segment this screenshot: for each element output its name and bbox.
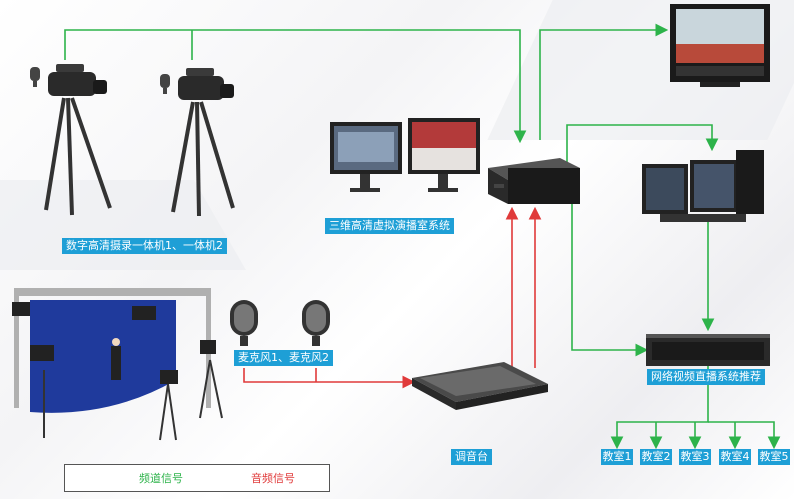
audio-mixer: [412, 362, 548, 410]
virtual-studio-monitors: [330, 118, 480, 192]
microphones: [230, 300, 330, 346]
legend-audio-text: 音频信号: [251, 472, 295, 485]
legend: 频道信号 音频信号: [64, 464, 330, 492]
blue-screen-studio: [12, 288, 223, 441]
camera-1: [30, 64, 112, 216]
audio-signal-lines: [243, 206, 542, 389]
virtual-studio-label: 三维高清虚拟演播室系统: [325, 218, 454, 234]
legend-video-text: 频道信号: [139, 472, 183, 485]
video-signal-lines: [64, 23, 781, 450]
classroom-4: 教室4: [719, 449, 751, 465]
classroom-2: 教室2: [640, 449, 672, 465]
cameras-label: 数字高清摄录一体机1、一体机2: [62, 238, 227, 254]
capture-server: [488, 158, 580, 204]
classroom-3: 教室3: [679, 449, 711, 465]
microphones-label: 麦克风1、麦克风2: [234, 350, 333, 366]
streaming-server: [646, 334, 770, 366]
streaming-label: 网络视频直播系统推荐: [647, 369, 765, 385]
classroom-1: 教室1: [601, 449, 633, 465]
mixer-label: 调音台: [451, 449, 492, 465]
broadcast-monitor: [670, 4, 770, 87]
classroom-5: 教室5: [758, 449, 790, 465]
camera-2: [160, 68, 235, 217]
editing-workstation: [642, 150, 764, 222]
